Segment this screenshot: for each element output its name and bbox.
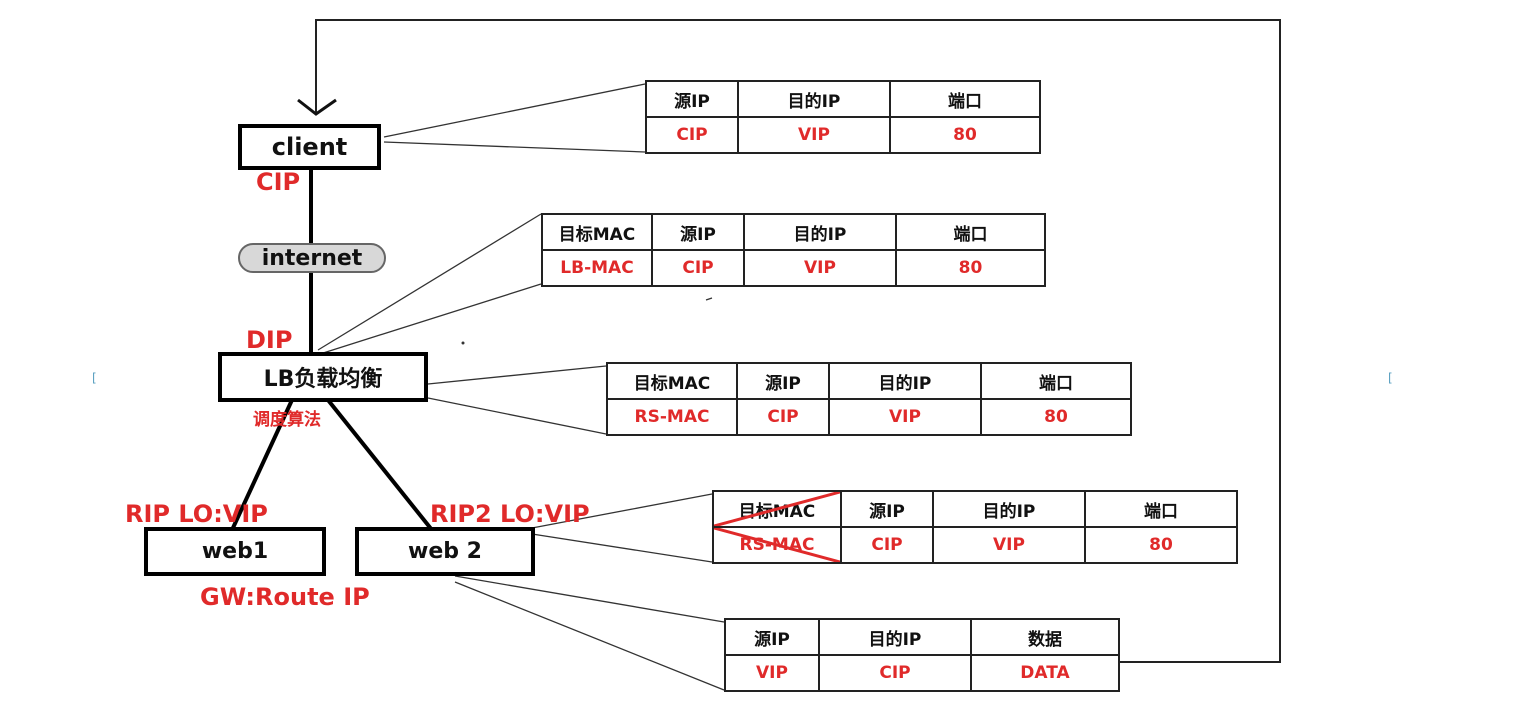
- header-cell: 目标MAC: [606, 362, 738, 400]
- value-cell: 80: [895, 249, 1046, 287]
- value-cell: LB-MAC: [541, 249, 653, 287]
- header-cell: 源IP: [724, 618, 820, 656]
- header-cell: 目的IP: [818, 618, 972, 656]
- director-ip-label: DIP: [246, 326, 293, 354]
- web2-node: web 2: [355, 527, 535, 576]
- callout-line: [383, 83, 646, 138]
- header-cell: 端口: [1084, 490, 1238, 528]
- callout-line: [427, 365, 607, 385]
- value-cell: CIP: [840, 526, 934, 564]
- header-cell: 端口: [980, 362, 1132, 400]
- packet-table-at-web2: 目标MAC 源IP 目的IP 端口 RS-MAC CIP VIP 80: [712, 490, 1238, 564]
- web2-address-label: RIP2 LO:VIP: [430, 500, 590, 528]
- value-cell: 80: [889, 116, 1041, 154]
- cloud-shape: [238, 243, 386, 273]
- header-cell: 目标MAC: [541, 213, 653, 251]
- return-arrow-head: [297, 98, 337, 116]
- callout-line: [317, 213, 542, 351]
- stray-dot: [461, 341, 465, 345]
- web1-address-label: RIP LO:VIP: [125, 500, 268, 528]
- internet-label: internet: [261, 245, 363, 271]
- callout-line: [531, 493, 713, 529]
- internet-cloud: internet: [232, 239, 392, 277]
- value-cell: RS-MAC: [606, 398, 738, 436]
- callout-line: [531, 533, 713, 563]
- header-cell: 源IP: [840, 490, 934, 528]
- value-cell: DATA: [970, 654, 1120, 692]
- packet-table-client-request: 源IP 目的IP 端口 CIP VIP 80: [645, 80, 1041, 154]
- packet-table-lb-forward: 目标MAC 源IP 目的IP 端口 RS-MAC CIP VIP 80: [606, 362, 1132, 436]
- gateway-label: GW:Route IP: [200, 583, 370, 611]
- value-cell: CIP: [651, 249, 745, 287]
- packet-value-row: LB-MAC CIP VIP 80: [541, 249, 1046, 287]
- packet-value-row: VIP CIP DATA: [724, 654, 1120, 692]
- callout-line: [454, 581, 725, 691]
- callout-line: [319, 283, 542, 355]
- client-ip-label: CIP: [256, 168, 301, 196]
- crossed-header-text: 目标MAC: [738, 501, 816, 522]
- callout-line: [383, 141, 646, 153]
- value-cell: CIP: [645, 116, 739, 154]
- header-cell: 目的IP: [828, 362, 982, 400]
- packet-value-row: RS-MAC CIP VIP 80: [712, 526, 1238, 564]
- value-cell: VIP: [737, 116, 891, 154]
- header-cell: 目的IP: [932, 490, 1086, 528]
- value-cell: RS-MAC: [712, 526, 842, 564]
- header-cell: 端口: [895, 213, 1046, 251]
- crossed-value-text: RS-MAC: [739, 535, 815, 555]
- packet-value-row: RS-MAC CIP VIP 80: [606, 398, 1132, 436]
- packet-value-row: CIP VIP 80: [645, 116, 1041, 154]
- return-path-line: [315, 19, 1281, 663]
- header-cell: 目标MAC: [712, 490, 842, 528]
- header-cell: 源IP: [645, 80, 739, 118]
- callout-line: [427, 397, 607, 435]
- packet-table-at-lb: 目标MAC 源IP 目的IP 端口 LB-MAC CIP VIP 80: [541, 213, 1046, 287]
- scheduler-label: 调度算法: [253, 410, 321, 430]
- header-cell: 目的IP: [743, 213, 897, 251]
- packet-header-row: 源IP 目的IP 端口: [645, 80, 1041, 118]
- value-cell: 80: [980, 398, 1132, 436]
- edge-tick-right: [: [1388, 371, 1393, 385]
- packet-header-row: 目标MAC 源IP 目的IP 端口: [541, 213, 1046, 251]
- load-balancer-node: LB负载均衡: [218, 352, 428, 402]
- value-cell: CIP: [818, 654, 972, 692]
- header-cell: 源IP: [736, 362, 830, 400]
- header-cell: 端口: [889, 80, 1041, 118]
- value-cell: VIP: [743, 249, 897, 287]
- lb-web1-link: [230, 399, 294, 531]
- web1-node: web1: [144, 527, 326, 576]
- value-cell: VIP: [828, 398, 982, 436]
- header-cell: 数据: [970, 618, 1120, 656]
- stray-dash: [705, 297, 713, 301]
- packet-header-row: 目标MAC 源IP 目的IP 端口: [606, 362, 1132, 400]
- value-cell: 80: [1084, 526, 1238, 564]
- packet-table-response: 源IP 目的IP 数据 VIP CIP DATA: [724, 618, 1120, 692]
- packet-header-row: 目标MAC 源IP 目的IP 端口: [712, 490, 1238, 528]
- client-node: client: [238, 124, 381, 170]
- packet-header-row: 源IP 目的IP 数据: [724, 618, 1120, 656]
- value-cell: CIP: [736, 398, 830, 436]
- value-cell: VIP: [724, 654, 820, 692]
- header-cell: 源IP: [651, 213, 745, 251]
- header-cell: 目的IP: [737, 80, 891, 118]
- edge-tick-left: [: [92, 371, 97, 385]
- value-cell: VIP: [932, 526, 1086, 564]
- callout-line: [454, 575, 725, 623]
- lb-web2-link: [326, 398, 434, 532]
